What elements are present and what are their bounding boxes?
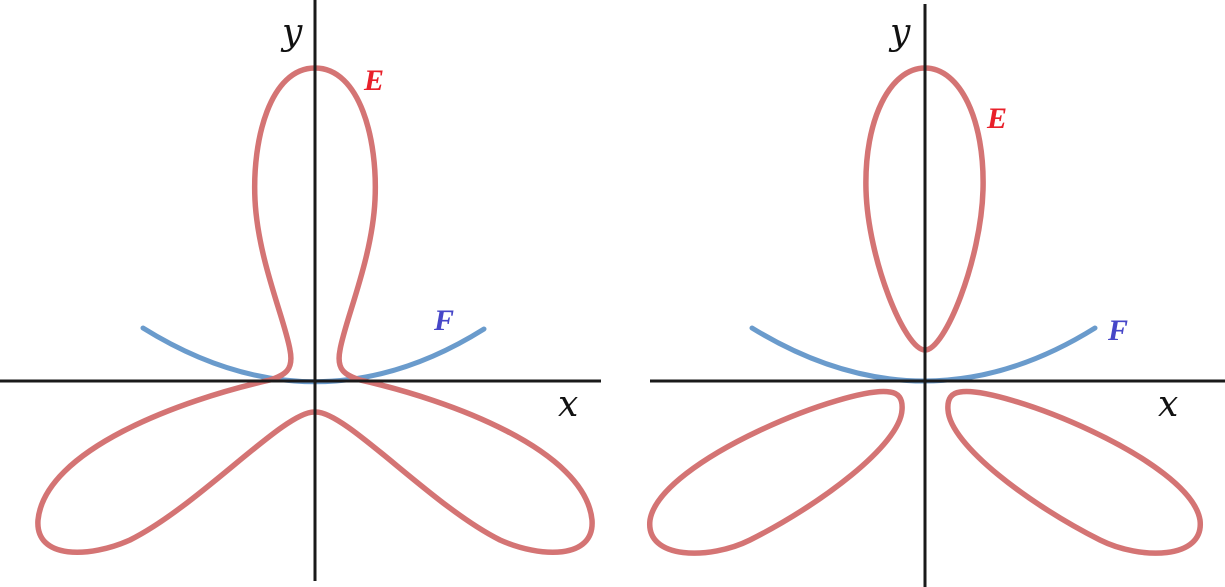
right-panel: y x E F (647, 4, 1225, 587)
left-panel: y x E F (0, 0, 601, 581)
y-axis-label: y (280, 12, 303, 53)
curve-e-label: E (363, 64, 384, 97)
curve-e-left-loop (647, 388, 905, 556)
y-axis-label: y (888, 12, 911, 53)
x-axis-label: x (1158, 384, 1178, 425)
curve-f-label: F (1107, 314, 1128, 347)
curve-e-right-loop (945, 388, 1203, 556)
x-axis-label: x (558, 384, 578, 425)
curve-e-label: E (986, 102, 1007, 135)
curve-f-label: F (433, 304, 454, 337)
